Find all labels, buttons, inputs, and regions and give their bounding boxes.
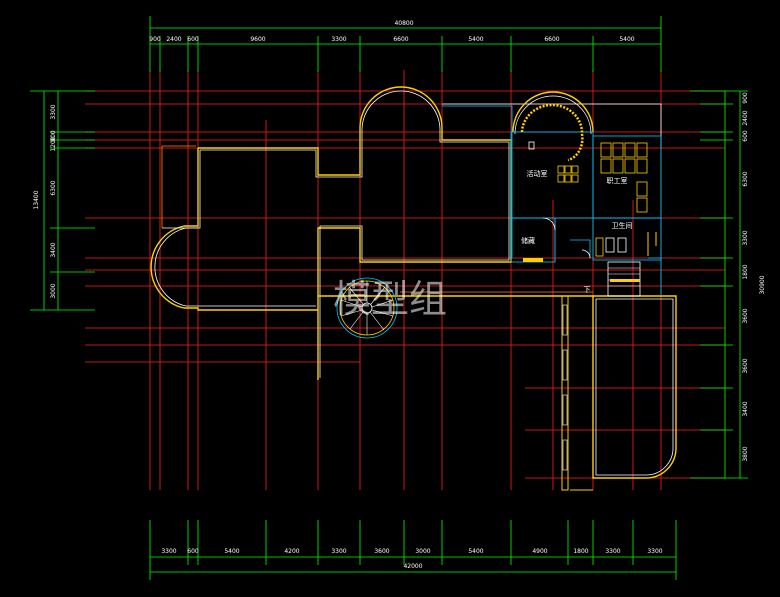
dim-left-3: 1200 xyxy=(50,136,57,151)
dim-bottom-total: 42000 xyxy=(403,563,422,570)
dim-right-9: 3400 xyxy=(742,401,749,416)
dim-right-total: 30900 xyxy=(759,275,766,294)
watermark: 模型组 xyxy=(333,277,447,321)
left-wing-inner xyxy=(154,90,510,378)
dim-top-7: 5400 xyxy=(468,36,483,43)
activity-seating-arc xyxy=(520,103,584,162)
spiral-stair xyxy=(336,277,398,339)
dim-left-4: 6300 xyxy=(50,180,57,195)
dim-right-5: 3300 xyxy=(742,230,749,245)
dim-bottom-6: 3600 xyxy=(374,548,389,555)
dim-top-total: 40800 xyxy=(394,20,413,27)
left-wing-wall xyxy=(150,86,512,380)
walls xyxy=(150,86,677,491)
left-wing-outer xyxy=(161,145,196,228)
dim-right-6: 1800 xyxy=(742,264,749,279)
room-label-staff: 职工室 xyxy=(607,176,628,185)
dim-top-2: 2400 xyxy=(166,36,181,43)
north-wall xyxy=(442,103,662,148)
dim-bottom-9: 4900 xyxy=(532,548,547,555)
dim-bottom-5: 3300 xyxy=(331,548,346,555)
dim-top-5: 3300 xyxy=(331,36,346,43)
dim-top-9: 5400 xyxy=(619,36,634,43)
room-labels: 活动室 职工室 卫生间 储藏 下 xyxy=(521,169,633,294)
dim-bottom-2: 600 xyxy=(187,548,199,555)
dim-right-2: 2400 xyxy=(742,110,749,125)
dim-right-7: 3600 xyxy=(742,308,749,323)
dim-bottom-12: 3300 xyxy=(647,548,662,555)
dim-left-5: 3400 xyxy=(50,242,57,257)
stair-strip-wall xyxy=(561,296,593,491)
room-label-storage: 储藏 xyxy=(521,236,535,245)
dim-left-6: 3000 xyxy=(50,283,57,298)
dim-bottom-8: 5400 xyxy=(468,548,483,555)
dim-left-1: 3300 xyxy=(50,104,57,119)
dim-top-4: 9600 xyxy=(250,36,265,43)
dim-top-3: 600 xyxy=(187,36,199,43)
room-label-activity: 活动室 xyxy=(527,169,548,178)
dim-left-total: 13400 xyxy=(33,190,40,209)
dim-right-8: 3600 xyxy=(742,358,749,373)
furniture xyxy=(520,103,648,259)
dim-bottom-7: 3000 xyxy=(415,548,430,555)
dim-bottom-1: 3300 xyxy=(161,548,176,555)
tower-wall xyxy=(592,295,677,479)
dim-bottom-11: 3300 xyxy=(605,548,620,555)
dim-right-1: 900 xyxy=(742,92,749,104)
washroom-wall xyxy=(592,217,662,261)
dim-bottom-10: 1800 xyxy=(573,548,588,555)
dimension-lines xyxy=(30,16,748,580)
dim-top-8: 6600 xyxy=(544,36,559,43)
dim-right-10: 3800 xyxy=(742,446,749,461)
activity-room-arc xyxy=(512,91,594,133)
dimension-texts: 40800 900 2400 600 9600 3300 6600 5400 6… xyxy=(33,20,766,570)
room-label-washroom: 卫生间 xyxy=(612,221,633,230)
dim-right-3: 600 xyxy=(742,130,749,142)
dim-top-1: 900 xyxy=(149,36,161,43)
dim-left-2: 900 xyxy=(50,130,57,142)
dim-top-6: 6600 xyxy=(393,36,408,43)
dim-right-4: 6300 xyxy=(742,171,749,186)
dim-bottom-4: 4200 xyxy=(284,548,299,555)
dim-bottom-3: 5400 xyxy=(224,548,239,555)
stair-down-mark: 下 xyxy=(584,286,591,294)
